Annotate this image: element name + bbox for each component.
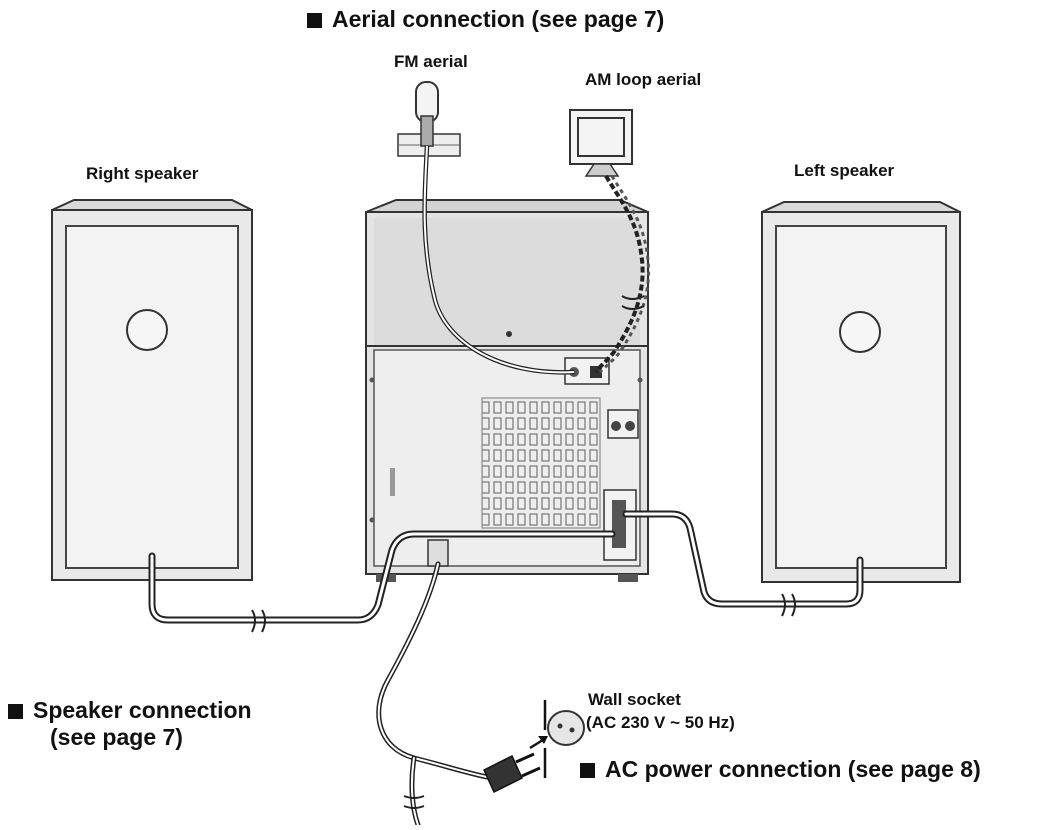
cable-break-marks — [251, 295, 796, 809]
speaker-connection-text-2: (see page 7) — [50, 724, 183, 750]
am-loop-aerial-label: AM loop aerial — [585, 70, 702, 89]
bullet-square-icon — [8, 704, 23, 719]
left-speaker-label: Left speaker — [794, 161, 895, 180]
ac-power-cord — [376, 561, 495, 828]
speaker-cables — [148, 510, 864, 624]
fm-aerial-label: FM aerial — [394, 52, 468, 71]
wall-socket-spec: (AC 230 V ~ 50 Hz) — [586, 713, 735, 732]
power-plug-icon — [483, 752, 541, 794]
right-speaker — [51, 199, 253, 581]
main-unit-rear — [365, 199, 649, 582]
aerial-connection-text: Aerial connection (see page 7) — [332, 6, 665, 32]
speaker-connection-text-1: Speaker connection — [33, 697, 252, 723]
aerial-connection-heading: Aerial connection (see page 7) — [307, 6, 664, 32]
ventilation-grille — [481, 397, 601, 529]
bullet-square-icon — [307, 13, 322, 28]
bullet-square-icon — [580, 763, 595, 778]
right-speaker-cone-icon — [126, 309, 168, 351]
right-speaker-label: Right speaker — [86, 164, 199, 183]
wall-socket-label: Wall socket — [588, 690, 681, 709]
wall-socket-icon — [529, 700, 585, 778]
am-loop-aerial — [569, 109, 651, 374]
left-speaker-cone-icon — [839, 311, 881, 353]
left-speaker — [761, 201, 961, 583]
ac-power-connection-text: AC power connection (see page 8) — [605, 756, 981, 782]
fm-aerial — [397, 81, 575, 375]
speaker-connection-heading: Speaker connection — [8, 697, 252, 723]
ac-power-connection-heading: AC power connection (see page 8) — [580, 756, 981, 782]
